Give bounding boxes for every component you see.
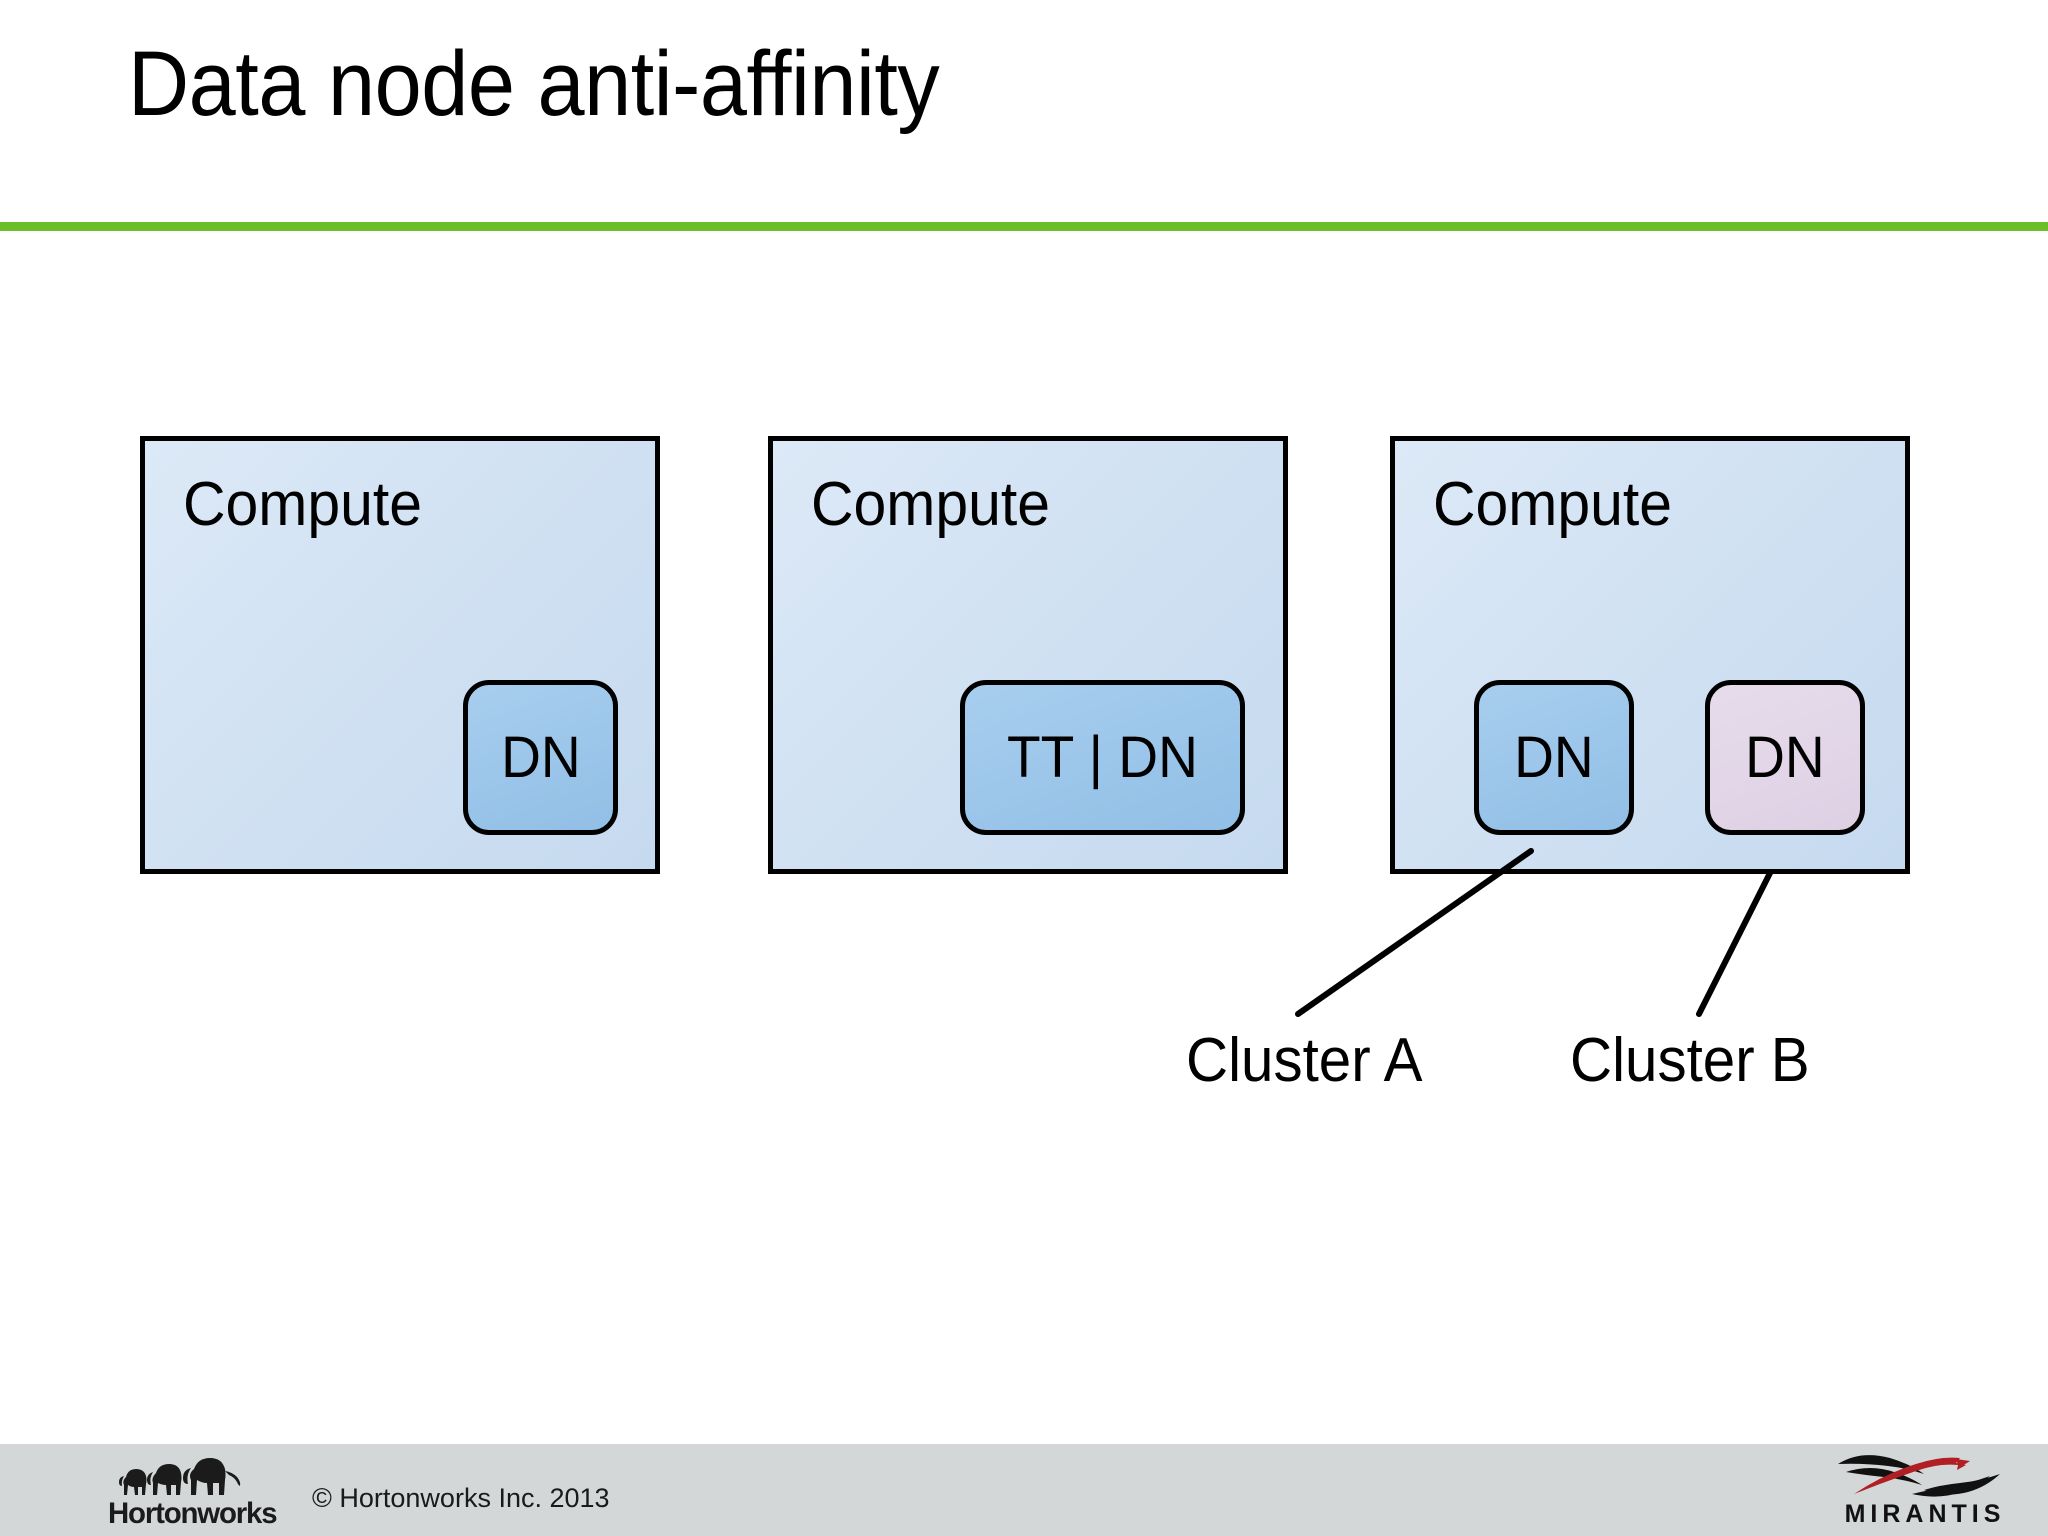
- node-host3-dn-cluster-b[interactable]: DN: [1705, 680, 1865, 835]
- hortonworks-elephants-icon: [119, 1458, 241, 1495]
- page-title: Data node anti-affinity: [128, 33, 940, 135]
- node-host2-tt-dn-label: TT | DN: [1007, 725, 1198, 790]
- compute-host-1[interactable]: Compute DN: [140, 436, 660, 874]
- node-host3-dn-cluster-b-label: DN: [1745, 725, 1825, 790]
- node-host3-dn-cluster-a[interactable]: DN: [1474, 680, 1634, 835]
- hortonworks-wordmark: Hortonworks: [108, 1497, 278, 1530]
- hortonworks-logo: Hortonworks: [108, 1455, 288, 1531]
- node-host1-dn-label: DN: [500, 725, 581, 790]
- title-underline-rule: [0, 222, 2048, 231]
- compute-host-3-label: Compute: [1433, 470, 1672, 539]
- compute-host-2[interactable]: Compute TT | DN: [768, 436, 1288, 874]
- mirantis-logo: MIRANTIS: [1832, 1450, 2018, 1532]
- compute-host-1-label: Compute: [183, 470, 422, 539]
- compute-host-2-label: Compute: [811, 470, 1050, 539]
- leader-line-cluster-a: [1295, 848, 1534, 1017]
- compute-host-3[interactable]: Compute DN DN: [1390, 436, 1910, 874]
- mirantis-swoosh-icon: [1838, 1455, 2000, 1497]
- footer-bar: [0, 1444, 2048, 1536]
- node-host1-dn[interactable]: DN: [463, 680, 618, 835]
- node-host2-tt-dn[interactable]: TT | DN: [960, 680, 1245, 835]
- annotation-cluster-a: Cluster A: [1186, 1026, 1423, 1095]
- node-host3-dn-cluster-a-label: DN: [1514, 725, 1594, 790]
- copyright-text: © Hortonworks Inc. 2013: [312, 1483, 610, 1513]
- annotation-cluster-b: Cluster B: [1570, 1026, 1810, 1095]
- leader-line-cluster-b: [1696, 870, 1773, 1017]
- mirantis-wordmark: MIRANTIS: [1844, 1500, 2006, 1528]
